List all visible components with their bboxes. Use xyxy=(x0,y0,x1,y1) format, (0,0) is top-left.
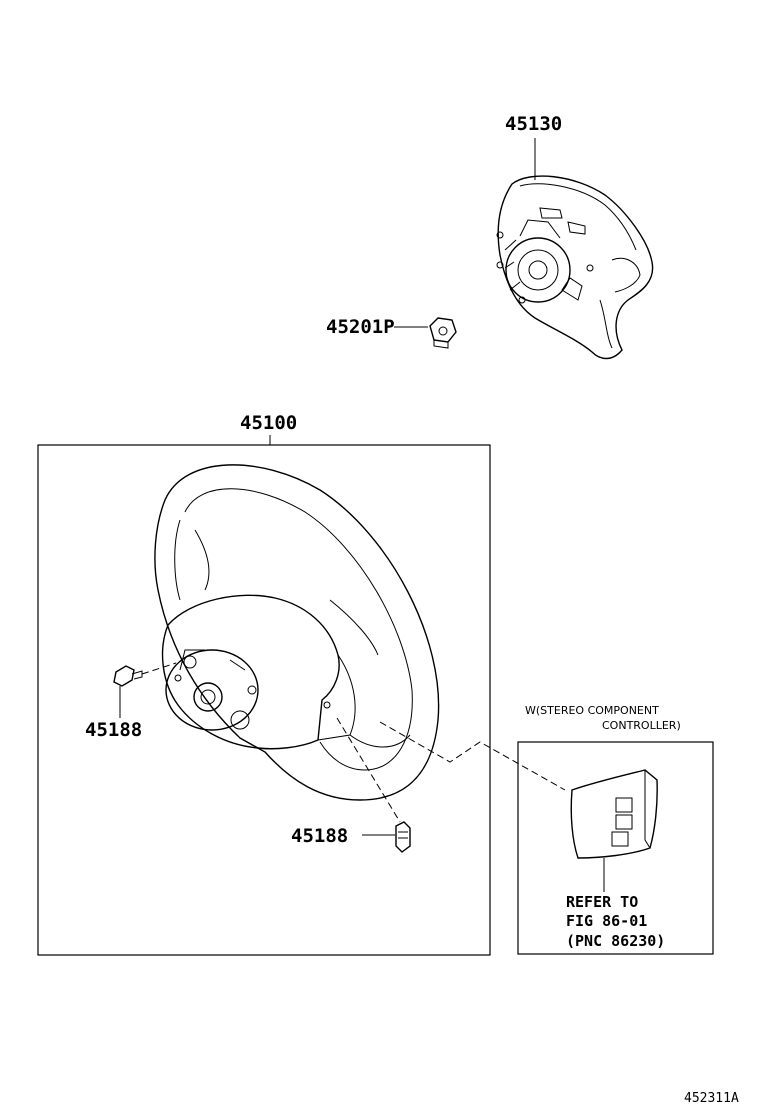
hub-plate xyxy=(165,649,259,731)
refer-line1[interactable]: REFER TO xyxy=(566,893,638,911)
stereo-switch-assembly: W(STEREO COMPONENT CONTROLLER) REFER TO … xyxy=(517,704,714,955)
steering-wheel-hub-cover xyxy=(161,594,340,750)
figure-id: 452311A xyxy=(684,1091,739,1106)
variant-note-line2: CONTROLLER) xyxy=(602,719,681,732)
steering-wheel-rim xyxy=(154,464,440,801)
stereo-switch-frame xyxy=(517,741,714,955)
switch-link-line xyxy=(379,721,566,791)
horn-pad-body xyxy=(497,175,654,360)
part-number-45130[interactable]: 45130 xyxy=(505,113,562,135)
part-number-45100[interactable]: 45100 xyxy=(240,412,297,434)
variant-note-line1: W(STEREO COMPONENT xyxy=(525,704,659,717)
nut-assembly: 45201P xyxy=(326,316,457,349)
screw-left-icon xyxy=(113,665,135,687)
part-number-45188-bottom[interactable]: 45188 xyxy=(291,825,348,847)
refer-line3[interactable]: (PNC 86230) xyxy=(566,932,665,950)
steering-wheel-frame xyxy=(37,444,491,956)
nut-icon xyxy=(429,317,457,343)
part-number-45201P[interactable]: 45201P xyxy=(326,316,395,338)
switch-button-lower xyxy=(611,831,629,847)
steering-wheel-assembly: 45100 45188 45188 xyxy=(37,412,491,956)
stereo-switch-icon xyxy=(570,769,658,859)
screw-bottom-icon xyxy=(395,821,411,853)
horn-pad-assembly: 45130 xyxy=(496,113,654,360)
hub-boss xyxy=(193,682,223,712)
switch-button-upper xyxy=(615,797,633,813)
switch-button-middle xyxy=(615,814,633,830)
part-number-45188-left[interactable]: 45188 xyxy=(85,719,142,741)
refer-line2[interactable]: FIG 86-01 xyxy=(566,912,647,930)
horn-pad-inflator xyxy=(505,237,571,303)
